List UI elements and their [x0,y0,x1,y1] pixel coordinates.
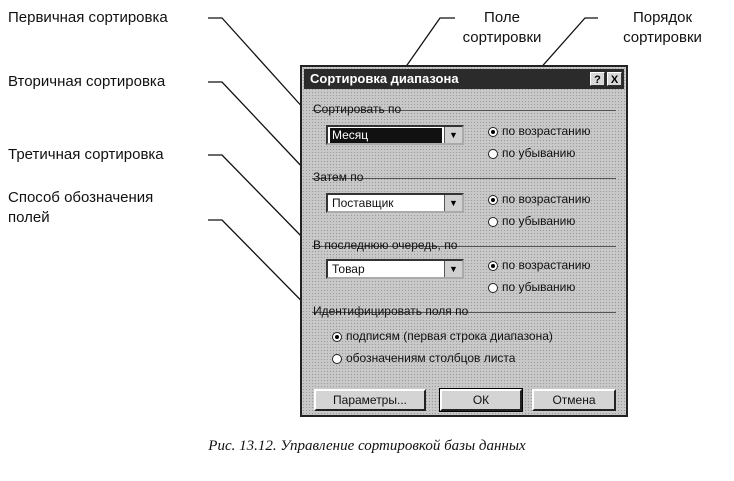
last-by-divider [312,246,616,247]
then-by-value: Поставщик [332,196,394,210]
chevron-down-icon[interactable]: ▼ [444,195,462,211]
leader-secondary [208,81,306,171]
radio-unchecked-icon [332,354,342,364]
callout-field-method-line1: Способ обозначения [8,189,154,206]
chevron-down-icon[interactable]: ▼ [444,261,462,277]
ok-button[interactable]: ОК [439,388,523,412]
callout-sort-order-line1: Порядок [632,9,693,26]
callout-sort-order: Порядок сортировки [610,8,715,48]
figure-caption: Рис. 13.12. Управление сортировкой базы … [208,438,526,454]
identify-divider [312,312,616,313]
radio-unchecked-icon [488,283,498,293]
leader-tertiary [208,154,306,241]
chevron-down-icon[interactable]: ▼ [444,127,462,143]
then-by-divider [312,178,616,179]
callout-sort-field: Поле сортировки [462,8,542,48]
identify-columns-radio[interactable]: обозначениям столбцов листа [332,351,515,365]
radio-unchecked-icon [488,217,498,227]
identify-columns-label: обозначениям столбцов листа [346,351,516,365]
then-by-ascending-radio[interactable]: по возрастанию [488,192,591,206]
callout-sort-field-line1: Поле [484,9,520,26]
radio-checked-icon [488,195,498,205]
sort-by-ascending-radio[interactable]: по возрастанию [488,124,591,138]
close-button[interactable]: X [607,72,622,86]
help-button[interactable]: ? [590,72,605,86]
callout-primary-sort: Первичная сортировка [8,9,168,26]
last-by-label: В последнюю очередь, по [313,238,458,252]
then-by-label: Затем по [313,170,364,184]
callout-tertiary-sort: Третичная сортировка [8,146,164,163]
radio-unchecked-icon [488,149,498,159]
last-by-descending-radio[interactable]: по убыванию [488,280,575,294]
identify-headers-radio[interactable]: подписям (первая строка диапазона) [332,329,553,343]
then-by-descending-radio[interactable]: по убыванию [488,214,575,228]
sort-by-ascending-label: по возрастанию [502,124,591,138]
radio-checked-icon [488,261,498,271]
radio-checked-icon [488,127,498,137]
radio-checked-icon [332,332,342,342]
then-by-ascending-label: по возрастанию [502,192,591,206]
last-by-ascending-radio[interactable]: по возрастанию [488,258,591,272]
sort-by-divider [312,110,616,111]
identify-label: Идентифицировать поля по [313,304,469,318]
sort-by-label: Сортировать по [313,102,402,116]
sort-by-combobox[interactable]: Месяц ▼ [326,125,464,145]
then-by-descending-label: по убыванию [502,214,576,228]
sort-by-value: Месяц [330,128,442,143]
sort-range-dialog: Сортировка диапазона ? X Сортировать по … [300,65,628,417]
cancel-button[interactable]: Отмена [532,389,616,411]
callout-field-method: Способ обозначения полей [8,188,153,228]
sort-by-descending-radio[interactable]: по убыванию [488,146,575,160]
identify-headers-label: подписям (первая строка диапазона) [346,329,553,343]
dialog-title: Сортировка диапазона [310,71,459,86]
callout-secondary-sort: Вторичная сортировка [8,73,166,90]
leader-primary [208,17,306,111]
then-by-combobox[interactable]: Поставщик ▼ [326,193,464,213]
last-by-value: Товар [332,262,365,276]
parameters-button[interactable]: Параметры... [314,389,426,411]
callout-field-method-line2: полей [8,209,50,226]
last-by-combobox[interactable]: Товар ▼ [326,259,464,279]
last-by-ascending-label: по возрастанию [502,258,591,272]
callout-sort-field-line2: сортировки [462,29,542,46]
callout-sort-order-line2: сортировки [623,29,702,46]
last-by-descending-label: по убыванию [502,280,576,294]
dialog-titlebar[interactable]: Сортировка диапазона ? X [304,69,624,89]
sort-by-descending-label: по убыванию [502,146,576,160]
